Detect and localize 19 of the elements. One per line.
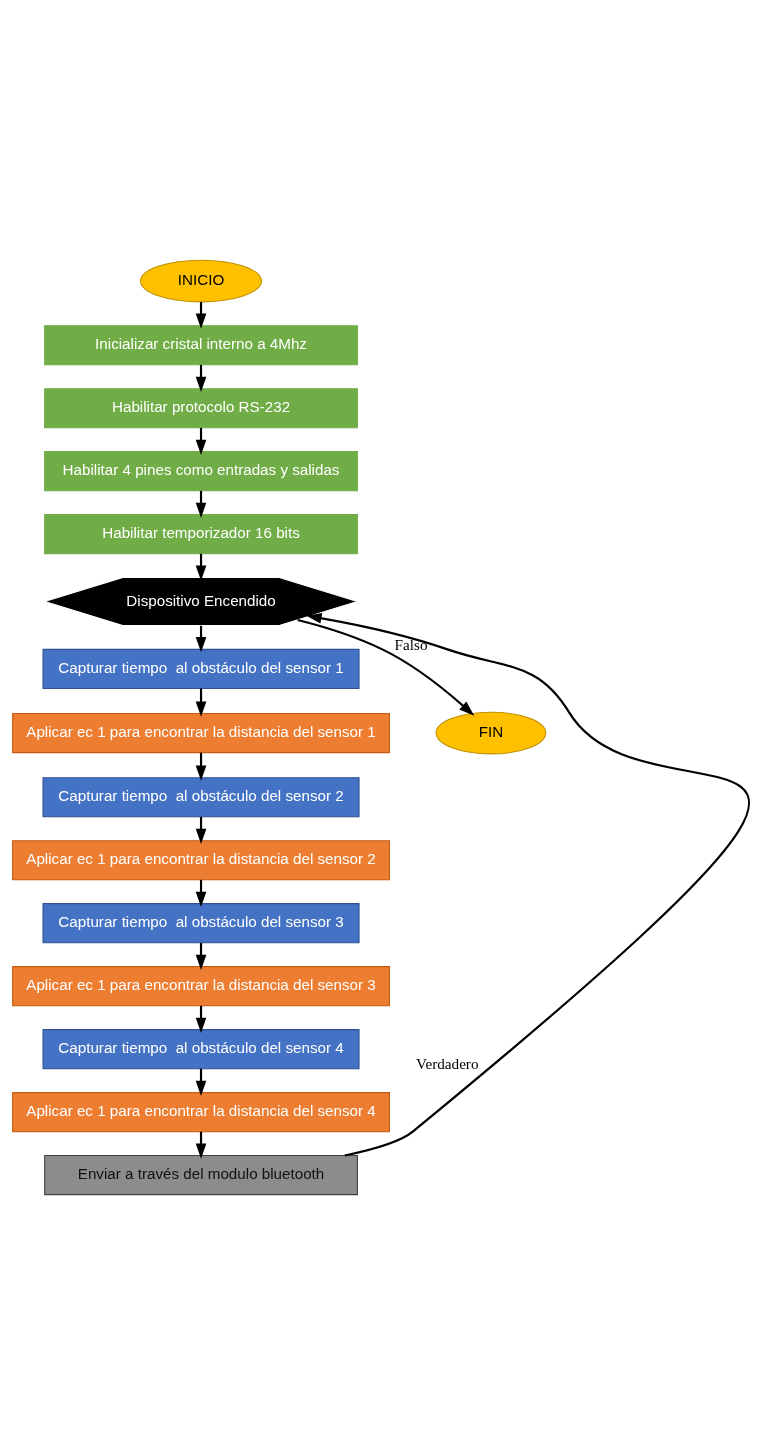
node-box: Capturar tiempo al obstáculo del sensor 2 bbox=[42, 776, 360, 817]
node-ellipse: FIN bbox=[435, 711, 547, 754]
node-box: Habilitar temporizador 16 bits bbox=[44, 513, 358, 554]
node-box: Inicializar cristal interno a 4Mhz bbox=[44, 324, 358, 365]
node-box: Enviar a través del modulo bluetooth bbox=[44, 1154, 358, 1195]
node-box: Capturar tiempo al obstáculo del sensor 4 bbox=[42, 1028, 360, 1069]
node-box: Aplicar ec 1 para encontrar la distancia del sensor 1 bbox=[12, 712, 390, 753]
node-box: Aplicar ec 1 para encontrar la distancia del sensor 3 bbox=[12, 965, 390, 1006]
node-box: Capturar tiempo al obstáculo del sensor 3 bbox=[42, 902, 360, 943]
node-box: Habilitar 4 pines como entradas y salidas bbox=[44, 450, 358, 491]
node-box: Aplicar ec 1 para encontrar la distancia del sensor 2 bbox=[12, 839, 390, 880]
arrow bbox=[306, 612, 750, 1157]
node-box: Habilitar protocolo RS-232 bbox=[44, 387, 358, 428]
edge-label: Verdadero bbox=[416, 1054, 479, 1072]
node-ellipse: INICIO bbox=[140, 259, 263, 302]
arrow bbox=[297, 618, 475, 716]
node-box: Capturar tiempo al obstáculo del sensor 1 bbox=[42, 648, 360, 689]
node-box: Aplicar ec 1 para encontrar la distancia del sensor 4 bbox=[12, 1091, 390, 1132]
edge-label: Falso bbox=[394, 635, 428, 653]
